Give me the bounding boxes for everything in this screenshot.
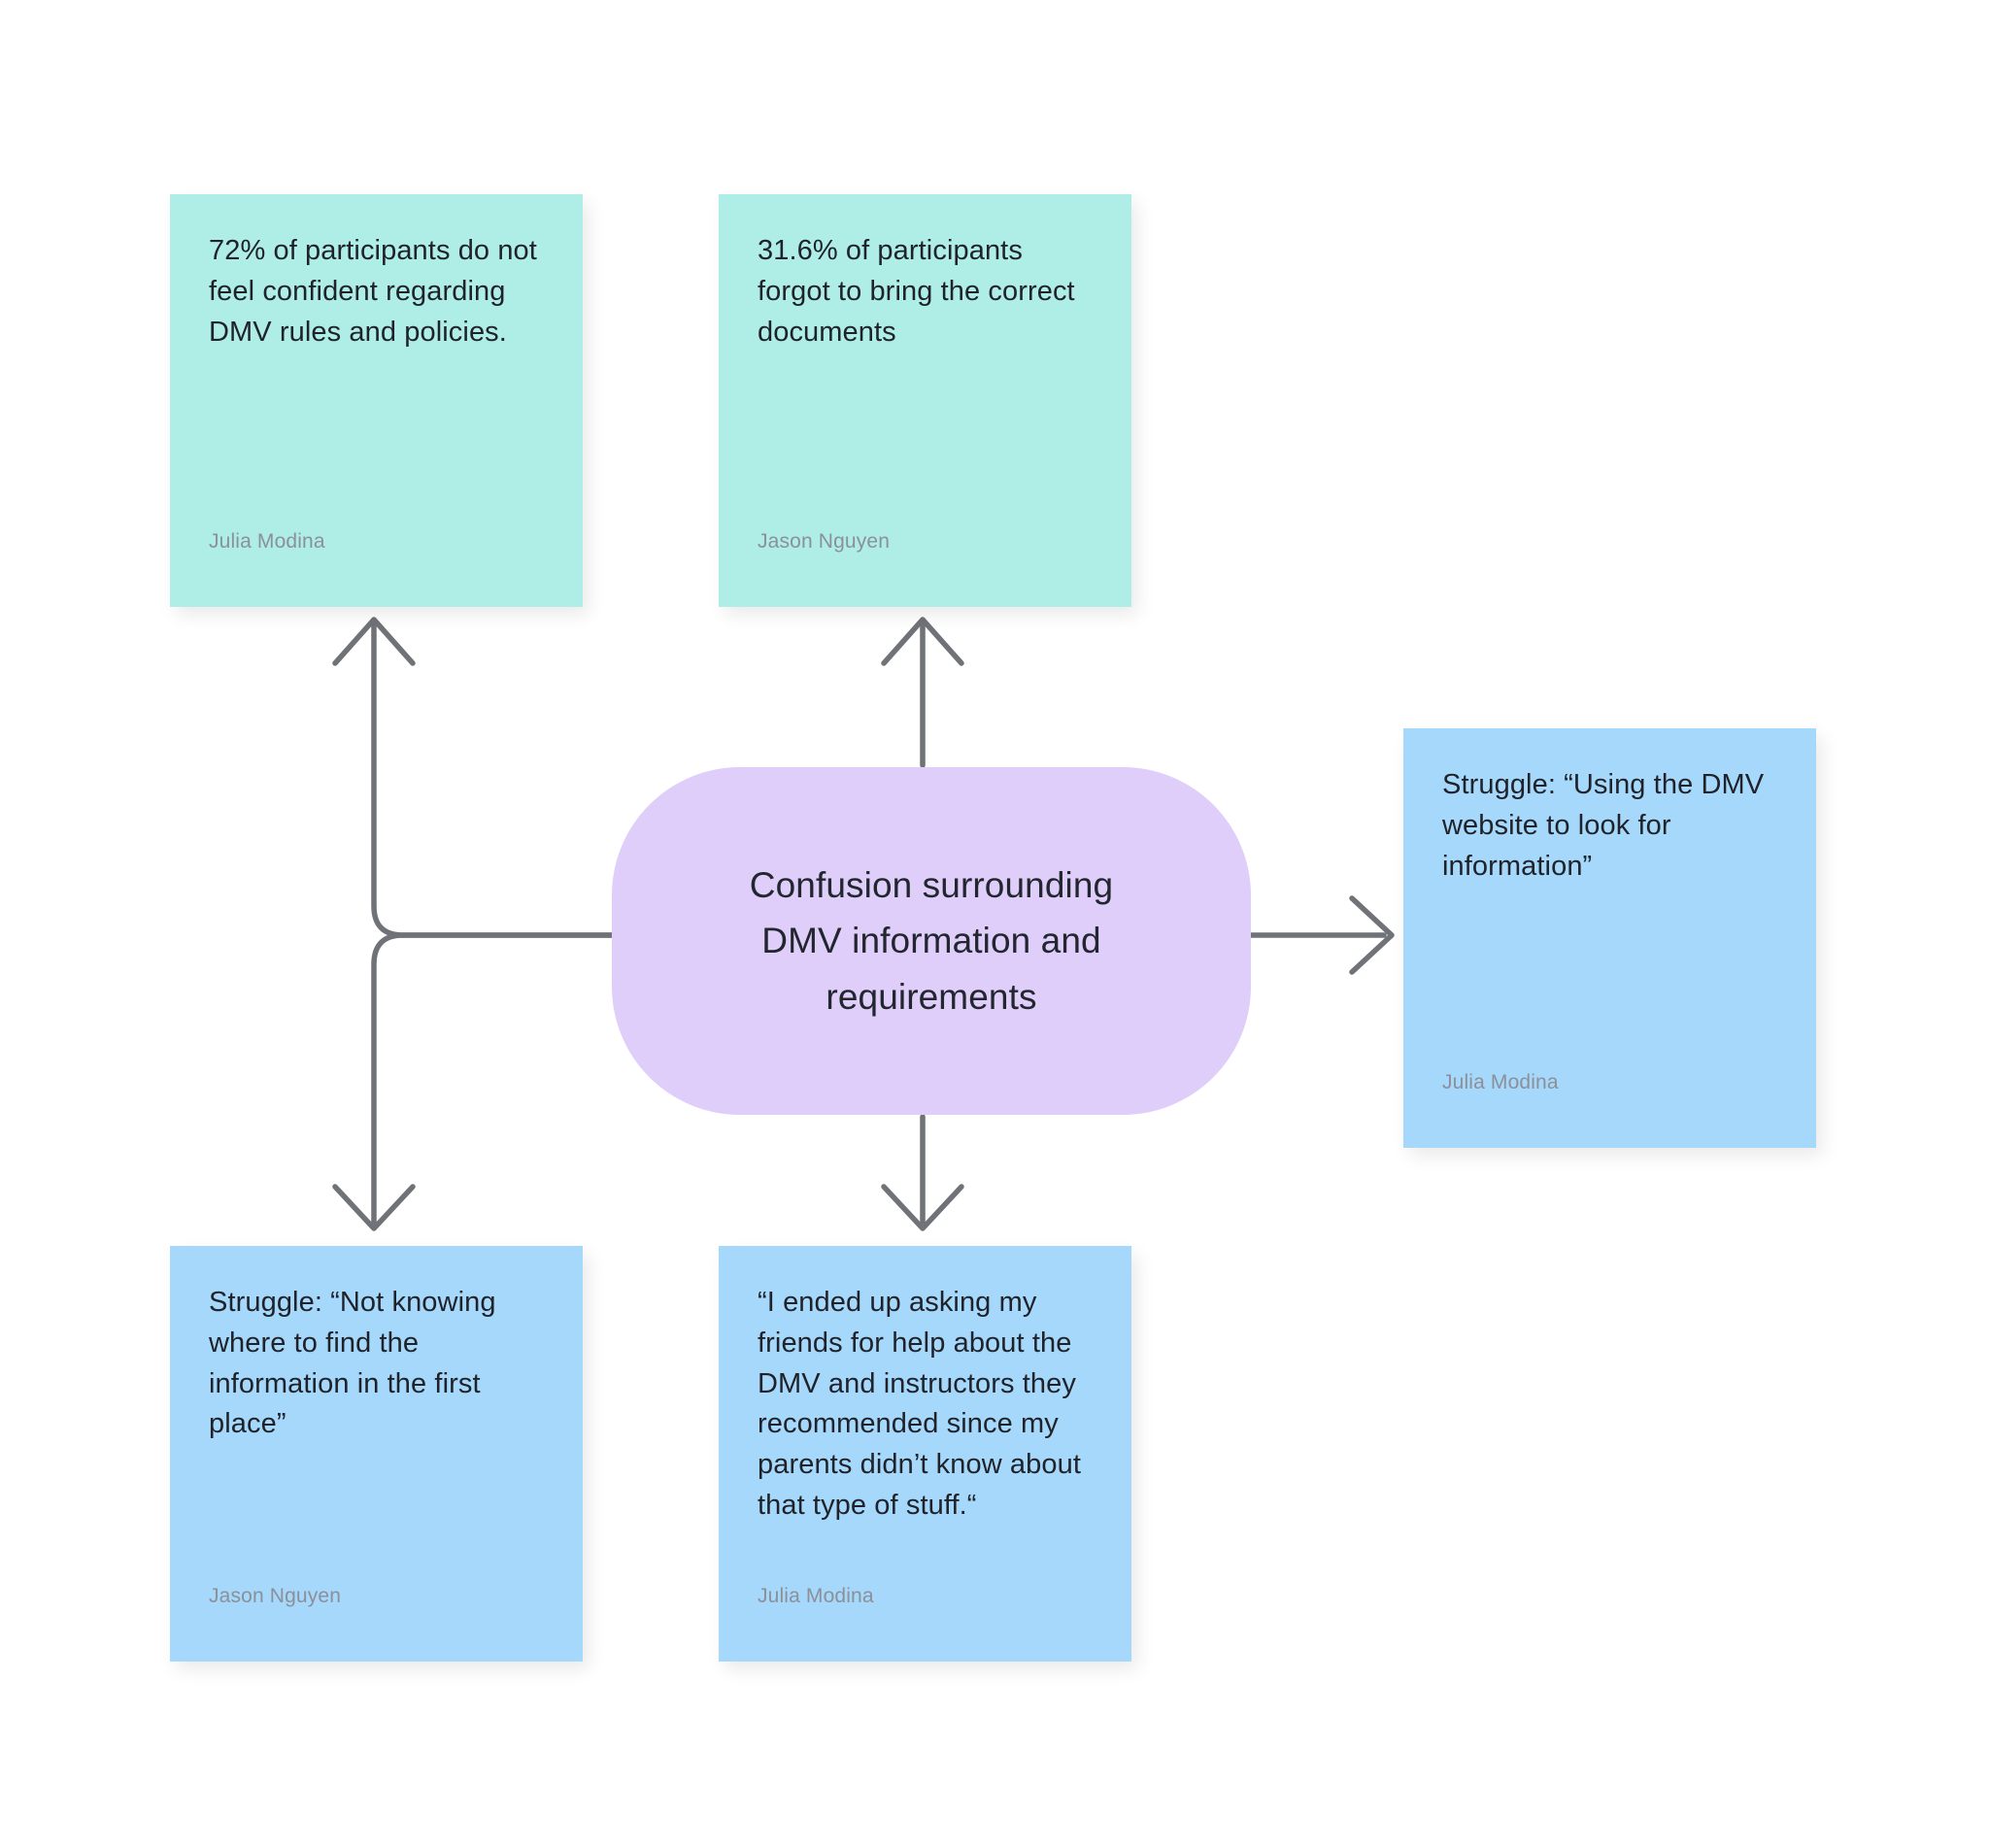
connector-left-branch-up xyxy=(371,622,615,938)
note-author: Jason Nguyen xyxy=(209,1584,342,1607)
note-author: Julia Modina xyxy=(1442,1070,1559,1093)
sticky-note-stat-confidence[interactable]: 72% of participants do not feel confiden… xyxy=(170,194,583,607)
arrowhead-down-middle-icon xyxy=(881,1184,964,1231)
note-author: Jason Nguyen xyxy=(758,529,891,553)
arrowhead-up-middle-icon xyxy=(881,617,964,666)
sticky-note-struggle-website[interactable]: Struggle: “Using the DMV website to look… xyxy=(1403,728,1816,1148)
sticky-note-struggle-finding-info[interactable]: Struggle: “Not knowing where to find the… xyxy=(170,1246,583,1662)
connector-left-branch-down xyxy=(371,932,615,1225)
note-text: Struggle: “Using the DMV website to look… xyxy=(1442,769,1765,882)
arrowhead-up-left-icon xyxy=(332,617,416,666)
arrowhead-down-left-icon xyxy=(332,1184,416,1231)
sticky-note-quote-friends[interactable]: “I ended up asking my friends for help a… xyxy=(719,1246,1131,1662)
note-text: 72% of participants do not feel confiden… xyxy=(209,235,537,348)
note-text: 31.6% of participants forgot to bring th… xyxy=(758,235,1075,348)
note-author: Julia Modina xyxy=(758,1584,874,1607)
sticky-note-stat-documents[interactable]: 31.6% of participants forgot to bring th… xyxy=(719,194,1131,607)
arrowhead-right-icon xyxy=(1349,895,1395,975)
note-author: Julia Modina xyxy=(209,529,325,553)
note-text: Struggle: “Not knowing where to find the… xyxy=(209,1287,496,1440)
note-text: “I ended up asking my friends for help a… xyxy=(758,1287,1081,1521)
central-theme-label: Confusion surrounding DMV information an… xyxy=(749,864,1114,1017)
central-theme-node[interactable]: Confusion surrounding DMV information an… xyxy=(612,767,1251,1115)
